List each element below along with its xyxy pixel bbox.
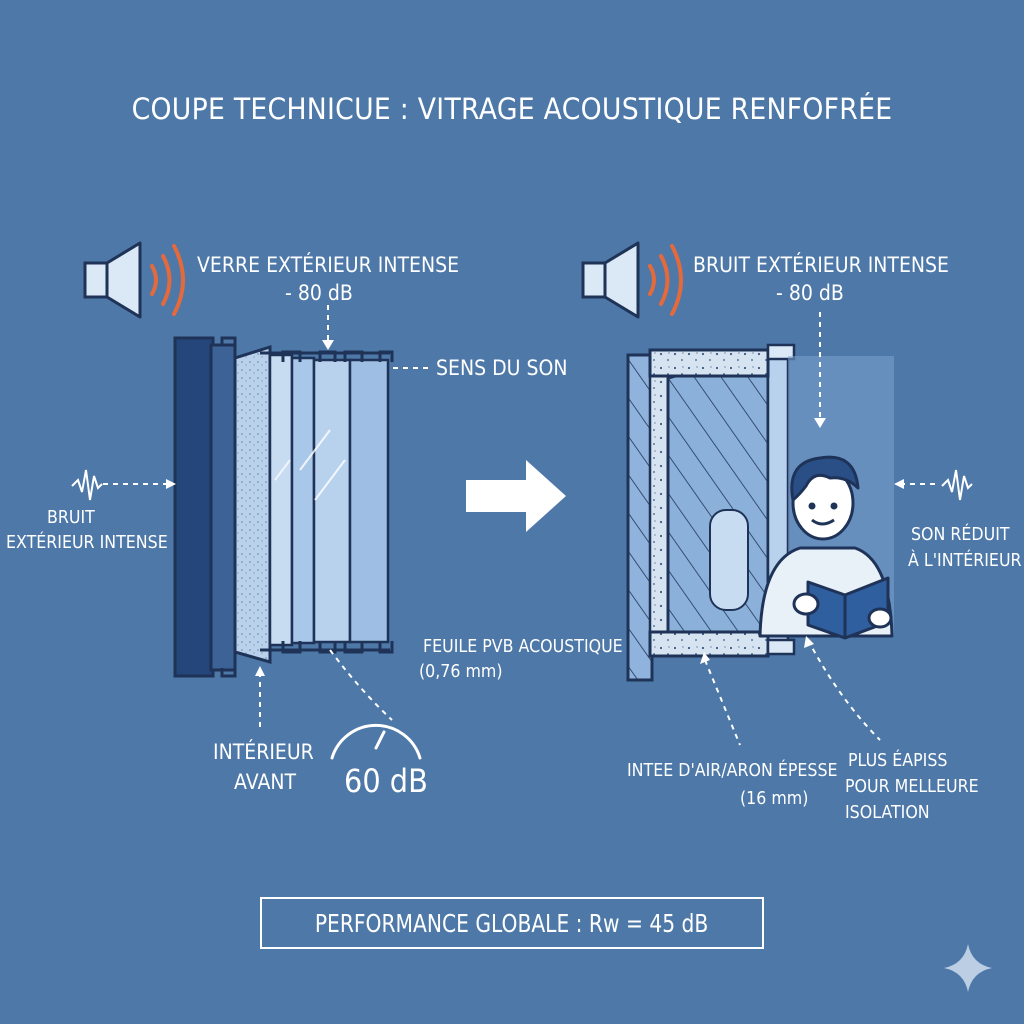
- thick-label-line1: PLUS ÉAPISS: [848, 750, 948, 771]
- sound-wave-icon-right-side: [941, 469, 973, 501]
- right-leader-arrowheads: [700, 418, 904, 664]
- right-side-label-line2: À L'INTÉRIEUR: [908, 550, 1022, 571]
- left-side-label-line1: BRUIT: [47, 507, 95, 528]
- performance-box: PERFORMANCE GLOBALE : Rw = 45 dB: [260, 897, 764, 949]
- gauge-value: 60 dB: [344, 762, 428, 800]
- pvb-thickness: (0,76 mm): [419, 661, 503, 682]
- bottom-label-line1: INTÉRIEUR: [213, 740, 314, 764]
- left-leader-arrowheads: [166, 340, 334, 676]
- thick-label-line2: POUR MELLEURE: [845, 776, 979, 797]
- sound-wave-icon-left: [150, 244, 185, 316]
- thick-label-line3: ISOLATION: [845, 802, 930, 823]
- right-side-label-line1: SON RÉDUIT: [911, 524, 1010, 545]
- left-top-value: - 80 dB: [285, 281, 353, 305]
- air-gap-label: INTEE D'AIR/ARON ÉPESSE: [627, 760, 838, 781]
- speaker-icon-left: [83, 241, 142, 319]
- right-leader-lines: [704, 312, 938, 746]
- right-top-value: - 80 dB: [776, 281, 844, 305]
- left-side-label-line2: EXTÉRIEUR INTENSE: [6, 532, 168, 553]
- left-top-label: VERRE EXTÉRIEUR INTENSE: [197, 253, 460, 277]
- bottom-label-line2: AVANT: [234, 770, 297, 794]
- right-top-label: BRUIT EXTÉRIEUR INTENSE: [693, 253, 950, 277]
- speaker-icon-right: [581, 241, 640, 319]
- air-gap-thickness: (16 mm): [740, 788, 809, 809]
- pvb-label: FEUILE PVB ACOUSTIQUE: [423, 636, 623, 657]
- performance-text: PERFORMANCE GLOBALE : Rw = 45 dB: [315, 908, 709, 938]
- arrow-right-icon: [466, 460, 566, 532]
- left-leader-lines: [103, 305, 430, 732]
- diagram-title: COUPE TECHNICUE : VITRAGE ACOUSTIQUE REN…: [131, 92, 893, 126]
- sound-wave-icon-right: [648, 244, 683, 316]
- sparkle-icon: [944, 944, 992, 992]
- reader-person-icon: [758, 455, 894, 640]
- gauge-icon: [330, 724, 422, 760]
- sound-wave-icon-left-side: [71, 469, 103, 501]
- right-glazing-section: [626, 343, 796, 682]
- sound-direction-label: SENS DU SON: [436, 356, 568, 380]
- left-glazing-section: [173, 336, 394, 678]
